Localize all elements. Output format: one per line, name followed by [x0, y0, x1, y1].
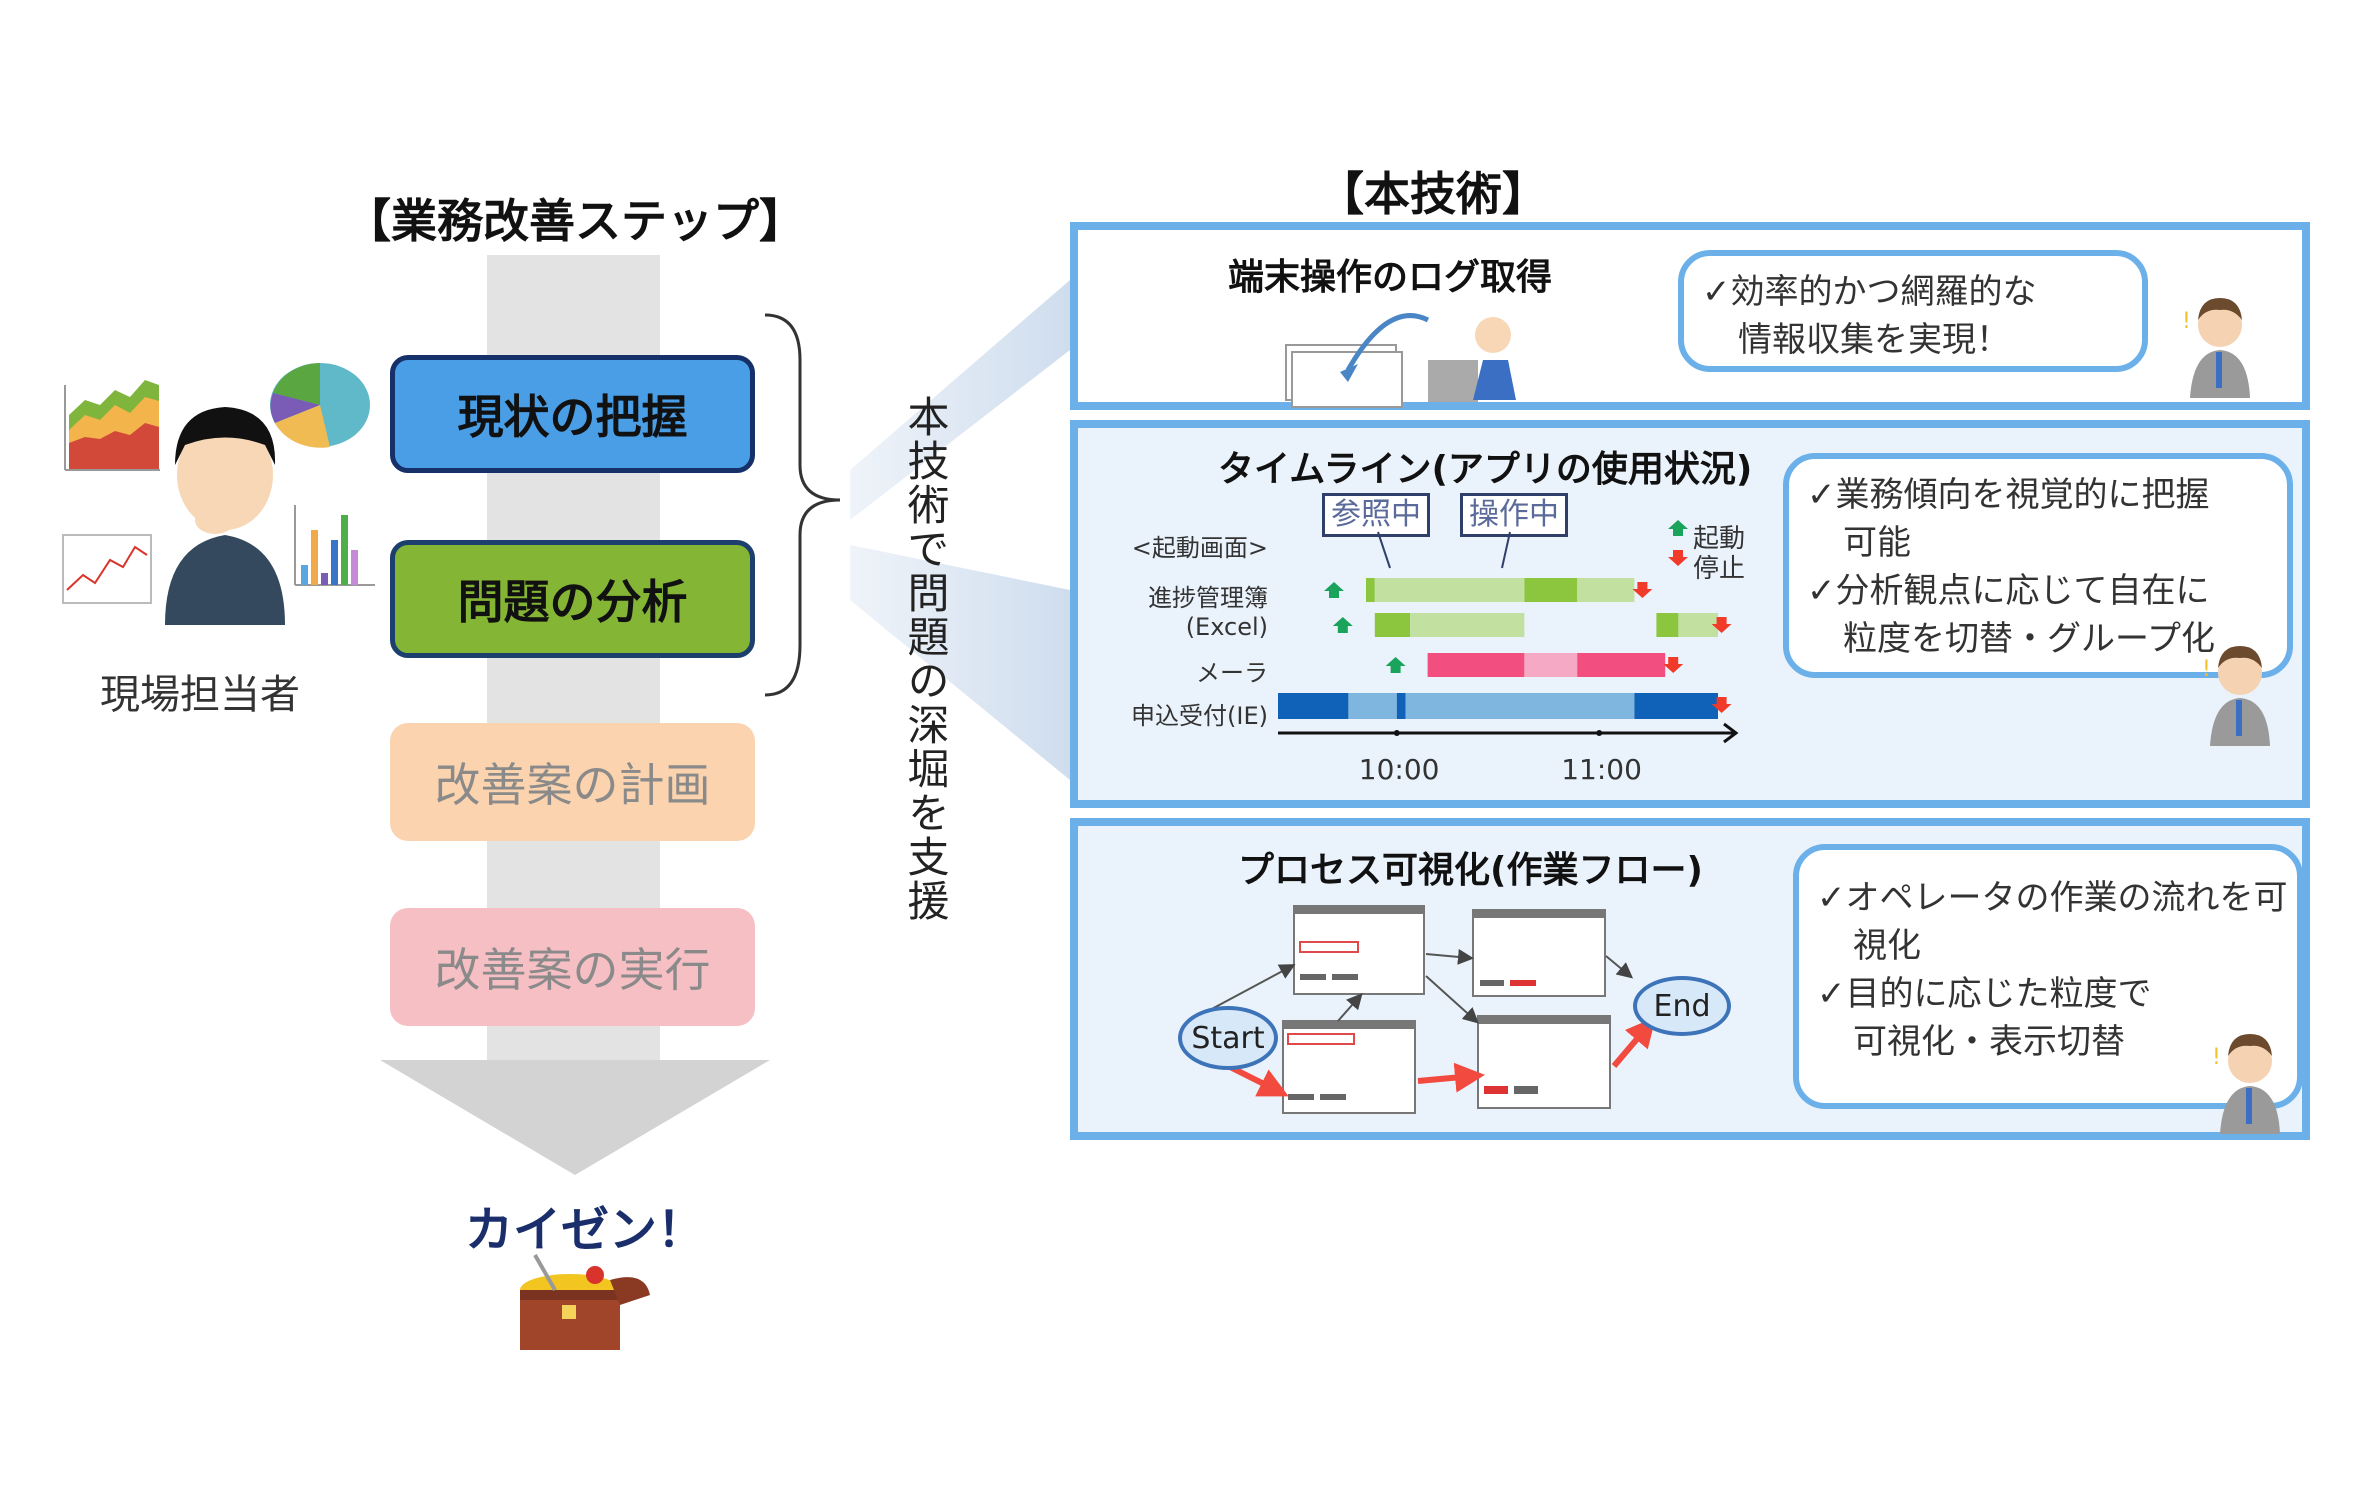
timeline-segment-ref: [1374, 578, 1525, 602]
time-tick-mark: [1393, 730, 1400, 736]
timeline-segment-op: [1656, 613, 1679, 637]
timeline-segment-op: [1577, 653, 1666, 677]
kaizen-label: カイゼン！: [465, 1202, 706, 1258]
log-capture-illustration: [1285, 313, 1516, 408]
time-tick-label: 11:00: [1561, 753, 1642, 786]
pie-chart-icon: [270, 363, 370, 448]
worker-thinking-illustration: [62, 363, 375, 625]
timeline-segment-ref: [1678, 613, 1718, 637]
step-label: 改善案の計画: [434, 758, 711, 812]
step-current-state: 現状の把握: [390, 355, 755, 473]
timeline-segment-op: [1634, 693, 1718, 719]
presenter-man-icon: !: [2212, 1034, 2280, 1134]
time-tick-mark: [1596, 730, 1603, 736]
timeline-segment-ref: [1348, 693, 1397, 719]
area-chart-icon: [64, 380, 160, 471]
line-chart-icon: [62, 534, 152, 604]
timeline-segment-op: [1427, 653, 1525, 677]
benefit-bubble: ✓オペレータの作業の流れを可 視化 ✓目的に応じた粒度で 可視化・表示切替: [1793, 844, 2303, 1109]
benefit-bullet: ✓分析観点に応じて自在に: [1807, 571, 2210, 611]
field-staff-label: 現場担当者: [100, 672, 300, 718]
legend-pointer-line: [1377, 531, 1391, 569]
benefit-bullet: ✓業務傾向を視覚的に把握: [1807, 475, 2210, 515]
legend-pointer-line: [1501, 531, 1511, 569]
svg-text:!: !: [2202, 657, 2211, 682]
screen-node: [1282, 1020, 1416, 1114]
timeline-segment-ref: [1405, 693, 1635, 719]
benefit-bullet-cont: 可視化・表示切替: [1853, 1022, 2125, 1062]
benefit-bullet-cont: 可能: [1843, 523, 1911, 563]
this-technology-title: 【本技術】: [1318, 167, 1548, 221]
flow-start-node: Start: [1178, 1006, 1278, 1070]
timeline-segment-ref: [1410, 613, 1525, 637]
timeline-chart: [1278, 520, 1739, 744]
presenter-man-icon: !: [2202, 646, 2270, 746]
legend-operation: 操作中: [1460, 493, 1568, 537]
treasure-chest-icon: [520, 1254, 650, 1350]
screen-node: [1293, 905, 1425, 995]
timeline-segment-op: [1374, 613, 1410, 637]
svg-text:!: !: [2212, 1045, 2221, 1070]
time-tick-label: 10:00: [1358, 753, 1440, 786]
benefit-bullet: ✓オペレータの作業の流れを可: [1817, 878, 2288, 918]
benefit-bullet-cont: 情報収集を実現！: [1738, 320, 2010, 360]
time-axis-arrowhead: [1723, 722, 1739, 744]
panel-title: 端末操作のログ取得: [1228, 257, 1553, 298]
stop-arrow-icon: [1711, 617, 1732, 633]
legend-reference: 参照中: [1322, 493, 1430, 537]
presenter-man-icon: !: [2182, 298, 2250, 398]
flow-end-node: End: [1633, 976, 1731, 1036]
timeline-segment-ref: [1524, 653, 1578, 677]
panel-timeline: タイムライン(アプリの使用状況) 参照中 操作中 <起動画面> 進捗管理簿 (E…: [1070, 420, 2310, 808]
benefit-bullet: ✓効率的かつ網羅的な: [1702, 272, 2037, 312]
benefit-bullet-cont: 粒度を切替・グループ化: [1843, 619, 2215, 659]
row-label: メーラ: [1196, 659, 1268, 687]
screen-node: [1472, 909, 1606, 997]
timeline-segment-op: [1278, 693, 1349, 719]
curly-brace: [764, 313, 841, 697]
benefit-bullet-cont: 視化: [1853, 926, 1921, 966]
step-improvement-execution: 改善案の実行: [390, 908, 755, 1026]
step-label: 改善案の実行: [434, 943, 711, 997]
step-label: 問題の分析: [457, 575, 688, 629]
step-label: 現状の把握: [457, 390, 688, 444]
step-problem-analysis: 問題の分析: [390, 540, 755, 658]
screen-node: [1477, 1015, 1611, 1109]
timeline-segment-op: [1396, 693, 1406, 719]
panel-log-acquisition: 端末操作のログ取得 ✓効率的かつ網羅的な 情報収集を実現！ !: [1070, 222, 2310, 410]
panel-title: タイムライン(アプリの使用状況): [1218, 449, 1753, 490]
start-arrow-icon: [1668, 520, 1688, 536]
stop-arrow-icon: [1632, 582, 1653, 598]
benefit-bubble: ✓業務傾向を視覚的に把握 可能 ✓分析観点に応じて自在に 粒度を切替・グループ化: [1783, 453, 2293, 678]
stop-arrow-icon: [1668, 550, 1688, 566]
benefit-bubble: ✓効率的かつ網羅的な 情報収集を実現！: [1678, 250, 2148, 372]
stop-arrow-icon: [1663, 657, 1684, 673]
process-flow-diagram: [1207, 905, 1656, 1114]
row-label: 進捗管理簿: [1148, 584, 1268, 612]
start-arrow-icon: [1385, 657, 1406, 673]
start-arrow-icon: [1324, 582, 1344, 598]
start-arrow-icon: [1332, 617, 1353, 633]
step-improvement-plan: 改善案の計画: [390, 723, 755, 841]
support-vertical-caption: 本技術で問題の深堀を支援: [901, 395, 950, 923]
stop-arrow-icon: [1711, 697, 1732, 713]
panel-process-visualization: プロセス可視化(作業フロー): [1070, 818, 2310, 1140]
timeline-header-label: <起動画面>: [1131, 534, 1268, 562]
row-label: 申込受付(IE): [1131, 702, 1268, 730]
support-fan-shape: [850, 280, 1070, 780]
row-label: (Excel): [1185, 613, 1268, 641]
timeline-segment-op: [1524, 578, 1578, 602]
legend-stop-label: 停止: [1693, 554, 1746, 584]
bar-chart-icon: [294, 505, 375, 586]
timeline-segment-op: [1366, 578, 1375, 602]
business-improvement-steps-title: 【業務改善ステップ】: [345, 194, 805, 248]
svg-text:!: !: [2182, 309, 2191, 334]
panel-title: プロセス可視化(作業フロー): [1238, 850, 1703, 891]
timeline-segment-ref: [1577, 578, 1635, 602]
legend-start-label: 起動: [1693, 524, 1746, 554]
benefit-bullet: ✓目的に応じた粒度で: [1817, 974, 2152, 1014]
worker-person-icon: [165, 407, 285, 625]
